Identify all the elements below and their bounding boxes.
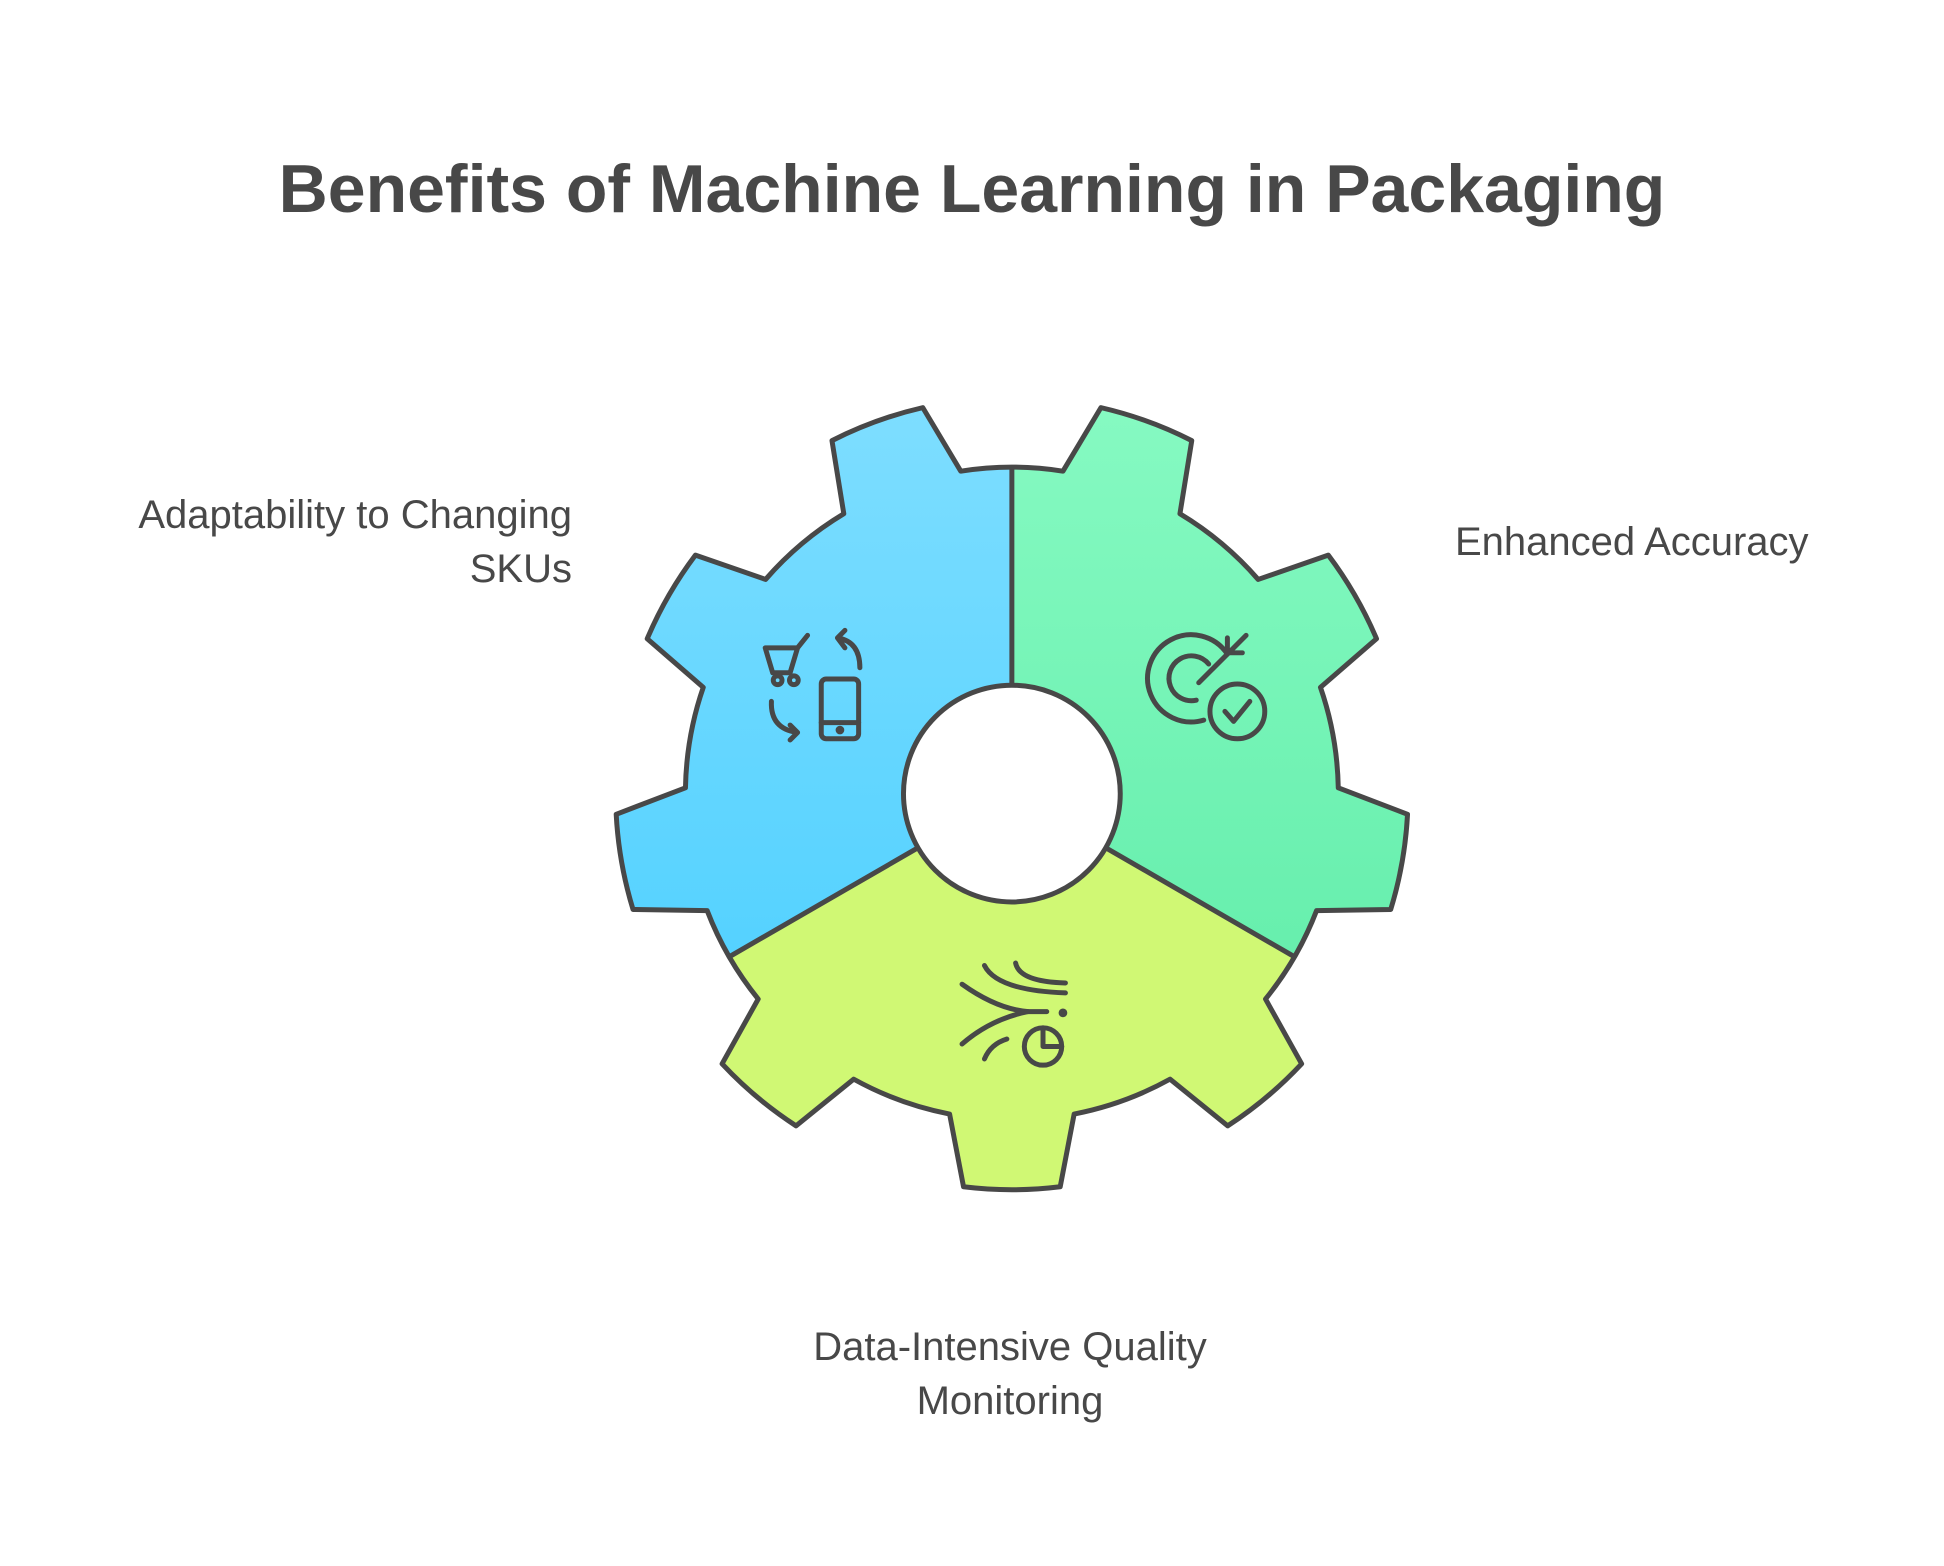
target-check-icon — [1145, 632, 1268, 742]
cart-phone-swap-icon — [762, 627, 863, 743]
label-quality-monitoring: Data-Intensive Quality Monitoring — [700, 1320, 1320, 1428]
label-line: Data-Intensive Quality — [813, 1325, 1207, 1369]
label-line: SKUs — [469, 547, 572, 591]
page-title: Benefits of Machine Learning in Packagin… — [278, 151, 1666, 227]
label-line: Monitoring — [916, 1379, 1104, 1423]
gear-hole — [900, 682, 1123, 905]
label-line: Adaptability to Changing — [138, 493, 572, 537]
label-adaptability: Adaptability to Changing SKUs — [138, 488, 572, 596]
label-accuracy: Enhanced Accuracy — [1455, 520, 1809, 564]
gear-outline — [613, 405, 1411, 1193]
data-flow-chart-icon — [959, 960, 1068, 1068]
